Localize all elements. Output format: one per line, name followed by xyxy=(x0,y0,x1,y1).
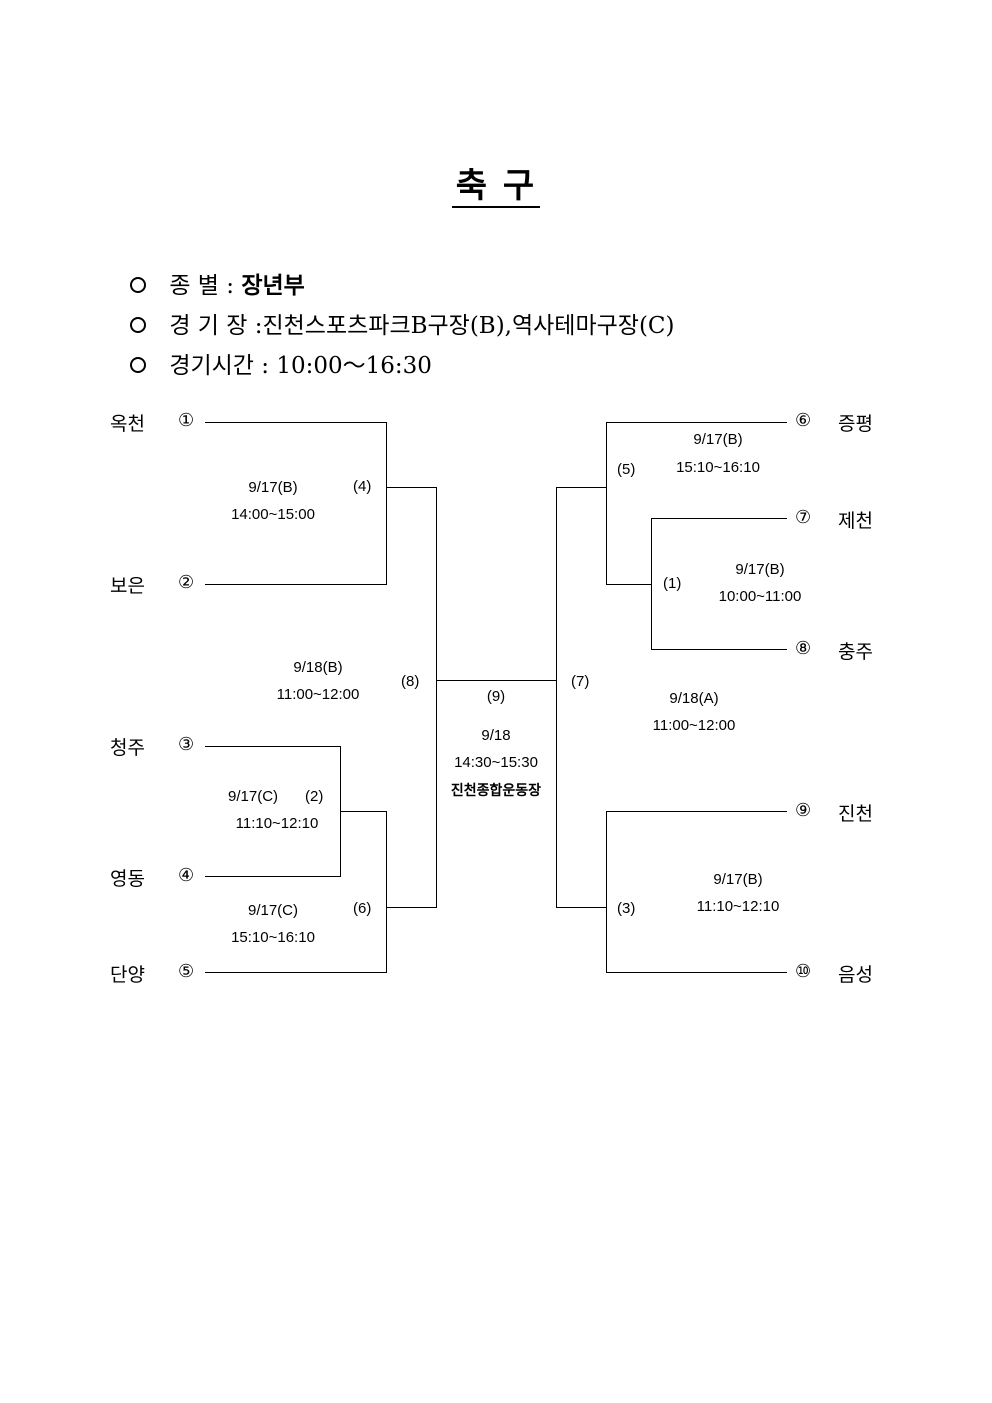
bracket-line xyxy=(606,972,787,973)
time-value: 10:00～16:30 xyxy=(276,353,432,379)
team-number: ⑥ xyxy=(795,410,812,431)
match-time: 14:00~15:00 xyxy=(231,506,315,523)
bracket-line xyxy=(606,811,787,812)
bracket-line xyxy=(436,487,437,908)
bracket-line xyxy=(651,649,787,650)
bracket-line xyxy=(556,487,606,488)
team-number: ⑩ xyxy=(795,961,812,982)
bracket-line xyxy=(556,907,606,908)
bracket-line xyxy=(386,811,387,973)
bracket-line xyxy=(386,422,387,585)
bracket-line xyxy=(606,422,607,585)
team-number: ⑦ xyxy=(795,507,812,528)
match-number: (7) xyxy=(571,673,590,690)
info-time: 경기시간 : 10:00～16:30 xyxy=(130,346,432,380)
match-time: 10:00~11:00 xyxy=(718,588,802,605)
bracket-line xyxy=(556,487,557,908)
match-time: 15:10~16:10 xyxy=(231,929,315,946)
team-name: 충주 xyxy=(838,641,873,663)
circle-bullet-icon xyxy=(130,357,146,373)
match-date: 9/17(B) xyxy=(713,871,763,888)
team-name: 증평 xyxy=(838,413,873,435)
time-label: 경기시간 : xyxy=(169,353,270,379)
venue-value: 진천스포츠파크B구장(B),역사테마구장(C) xyxy=(262,313,675,339)
match-number: (5) xyxy=(617,461,636,478)
match-date: 9/18(A) xyxy=(669,690,719,707)
match-date: 9/17(B) xyxy=(735,561,785,578)
bracket-line xyxy=(205,876,340,877)
match-number: (9) xyxy=(486,688,506,705)
team-name: 보은 xyxy=(110,575,145,597)
bracket-line xyxy=(606,584,651,585)
team-number: ⑧ xyxy=(795,638,812,659)
match-number: (8) xyxy=(401,673,420,690)
bracket-line xyxy=(205,584,386,585)
match-time: 11:00~12:00 xyxy=(652,717,736,734)
category-label: 종 별 : xyxy=(169,273,235,299)
circle-bullet-icon xyxy=(130,317,146,333)
info-venue: 경 기 장 :진천스포츠파크B구장(B),역사테마구장(C) xyxy=(130,306,675,340)
info-category: 종 별 : 장년부 xyxy=(130,266,305,300)
team-name: 진천 xyxy=(838,803,873,825)
category-value: 장년부 xyxy=(241,273,305,299)
circle-bullet-icon xyxy=(130,277,146,293)
bracket-line xyxy=(386,487,436,488)
bracket-line xyxy=(436,680,556,681)
match-time: 14:30~15:30 xyxy=(454,754,538,771)
bracket-line xyxy=(606,811,607,973)
team-number: ① xyxy=(178,410,195,431)
team-number: ⑨ xyxy=(795,800,812,821)
match-number: (1) xyxy=(663,575,682,592)
team-number: ④ xyxy=(178,865,195,886)
match-date: 9/17(B) xyxy=(248,479,298,496)
match-number: (2) xyxy=(305,788,324,805)
match-venue: 진천종합운동장 xyxy=(450,783,542,799)
match-time: 15:10~16:10 xyxy=(676,459,760,476)
bracket-line xyxy=(205,422,386,423)
team-number: ⑤ xyxy=(178,961,195,982)
team-name: 옥천 xyxy=(110,413,145,435)
bracket-line xyxy=(651,518,652,650)
match-date: 9/17(C) xyxy=(228,788,279,805)
team-number: ③ xyxy=(178,734,195,755)
team-name: 음성 xyxy=(838,964,873,986)
match-date: 9/17(C) xyxy=(247,902,299,919)
bracket-line xyxy=(205,746,340,747)
team-name: 영동 xyxy=(110,868,145,890)
bracket-line xyxy=(606,422,787,423)
bracket-line xyxy=(651,518,787,519)
match-time: 11:10~12:10 xyxy=(235,815,319,832)
page-title: 축 구 xyxy=(0,158,992,208)
match-date: 9/18 xyxy=(481,727,511,744)
team-name: 제천 xyxy=(838,510,873,532)
venue-label: 경 기 장 : xyxy=(169,313,263,339)
match-date: 9/18(B) xyxy=(293,659,343,676)
team-name: 청주 xyxy=(110,737,145,759)
team-number: ② xyxy=(178,572,195,593)
bracket-line xyxy=(340,811,386,812)
match-number: (6) xyxy=(353,900,372,917)
match-number: (3) xyxy=(617,900,636,917)
bracket-line xyxy=(386,907,436,908)
team-name: 단양 xyxy=(110,964,145,986)
match-number: (4) xyxy=(353,478,372,495)
match-time: 11:10~12:10 xyxy=(696,898,780,915)
bracket-line xyxy=(205,972,386,973)
match-date: 9/17(B) xyxy=(693,431,743,448)
match-time: 11:00~12:00 xyxy=(276,686,360,703)
